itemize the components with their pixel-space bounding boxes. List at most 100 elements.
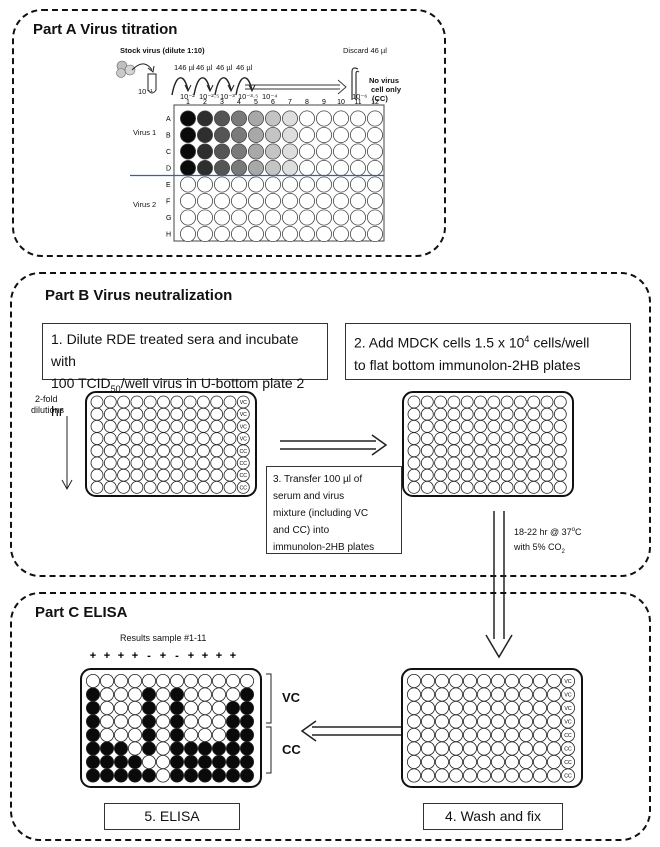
well — [447, 432, 461, 445]
well — [103, 420, 117, 433]
well — [532, 701, 547, 716]
well — [474, 420, 487, 433]
incubation-line1: 18-22 hr @ 37oC — [514, 527, 582, 537]
well — [86, 741, 100, 756]
well — [214, 193, 231, 210]
column-label: 8 — [305, 99, 309, 106]
well — [231, 126, 248, 143]
dilution-label-2: 10⁻²·⁵ — [199, 92, 220, 101]
well — [298, 226, 315, 243]
well — [463, 755, 478, 770]
column-label: 7 — [288, 99, 292, 106]
well — [184, 741, 199, 756]
well — [231, 176, 248, 193]
well — [265, 226, 282, 243]
well — [156, 741, 171, 756]
well — [156, 687, 171, 702]
well — [170, 468, 184, 482]
well — [197, 110, 214, 127]
well — [214, 209, 231, 226]
well — [532, 741, 547, 756]
well — [239, 701, 254, 716]
well — [447, 456, 461, 470]
well — [298, 193, 315, 210]
well — [143, 432, 157, 445]
well — [282, 176, 299, 193]
well — [487, 420, 501, 433]
well — [527, 468, 541, 482]
well — [90, 420, 104, 433]
well — [142, 755, 157, 770]
well — [225, 741, 240, 756]
well — [99, 687, 114, 702]
well — [519, 701, 534, 716]
well — [420, 674, 435, 688]
well — [315, 176, 332, 193]
well — [420, 714, 435, 729]
well — [210, 481, 224, 494]
step4-box: 4. Wash and fix — [423, 803, 563, 830]
well — [214, 176, 231, 193]
well — [474, 432, 487, 445]
well — [420, 444, 434, 458]
results-signs: ++++-+-++++ — [90, 650, 236, 662]
well — [487, 444, 501, 458]
well — [420, 420, 434, 433]
well — [366, 176, 383, 193]
well — [239, 755, 254, 770]
well — [248, 176, 265, 193]
well — [505, 755, 520, 770]
well — [211, 714, 226, 729]
well — [460, 456, 474, 470]
well — [514, 432, 527, 445]
well — [505, 741, 520, 756]
well — [407, 456, 421, 470]
step3-line: serum and virus — [273, 491, 345, 502]
well — [248, 110, 265, 127]
well — [332, 126, 349, 143]
well — [527, 444, 541, 458]
well — [435, 714, 450, 729]
well — [170, 407, 184, 421]
well — [90, 456, 104, 470]
well — [463, 674, 478, 688]
well — [99, 768, 114, 783]
well — [282, 160, 299, 177]
well — [519, 741, 534, 756]
well — [463, 768, 478, 783]
step2-line1: 2. Add MDCK cells 1.5 x 104 cells/well — [354, 334, 590, 351]
well — [128, 701, 143, 716]
well — [142, 768, 157, 783]
no-virus-label: No virus — [369, 76, 400, 85]
well — [198, 768, 213, 783]
dilution-label-5: 10⁻⁴ — [262, 92, 278, 101]
well — [407, 395, 421, 409]
well — [239, 687, 254, 702]
well — [179, 176, 196, 193]
control-label: VC — [564, 706, 571, 712]
dilution-down-arrow — [61, 416, 73, 491]
control-label: CC — [240, 461, 248, 467]
well — [553, 444, 567, 458]
well — [90, 444, 104, 458]
dilutions-label-2: dilutions — [31, 405, 65, 415]
well — [214, 226, 231, 243]
well — [156, 701, 171, 716]
well — [447, 468, 461, 482]
well — [223, 432, 237, 445]
column-label: 11 — [354, 99, 361, 106]
well — [198, 687, 213, 702]
well — [198, 728, 213, 743]
well — [487, 407, 501, 421]
well — [184, 728, 199, 743]
stock-virus-label: Stock virus (dilute 1:10) — [120, 46, 205, 55]
well — [211, 701, 226, 716]
well — [500, 395, 514, 409]
well — [103, 456, 117, 470]
well — [407, 674, 421, 688]
well — [170, 701, 185, 716]
well — [474, 407, 487, 421]
well — [128, 741, 143, 756]
well — [223, 444, 237, 458]
well — [500, 420, 514, 433]
